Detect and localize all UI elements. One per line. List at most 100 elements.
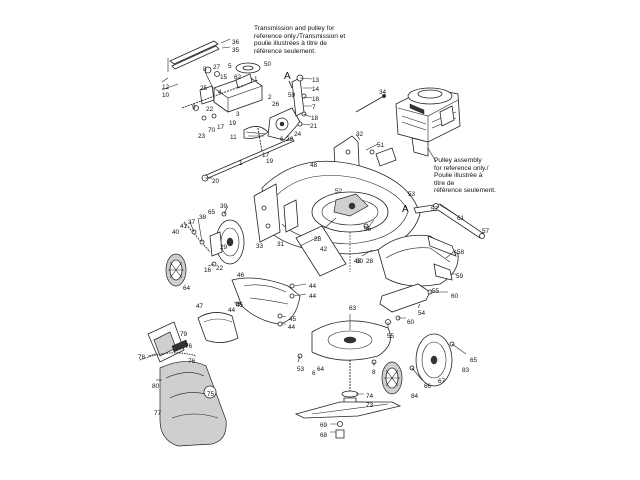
- part-label: 18: [312, 96, 320, 103]
- part-label: 80: [152, 383, 160, 390]
- part-label: 83: [462, 367, 470, 374]
- pulley-note: Pulley assembly for reference only./ Pou…: [434, 157, 496, 195]
- part-label: 12: [162, 84, 170, 91]
- rear-chute: [377, 234, 459, 287]
- part-label: 27: [213, 64, 221, 71]
- part-label: 28: [314, 236, 322, 243]
- part-label: 65: [208, 209, 216, 216]
- part-label: 55: [432, 288, 440, 295]
- part-label: 36: [232, 39, 240, 46]
- part-label: 30: [356, 258, 364, 265]
- part-label: 10: [162, 92, 170, 99]
- part-label: 6: [280, 136, 284, 143]
- part-label: 44: [309, 293, 317, 300]
- part-label: 61: [457, 215, 465, 222]
- part-label: 59: [456, 273, 464, 280]
- part-label: 19: [229, 120, 237, 127]
- part-label: 2: [268, 94, 272, 101]
- front-left-wheel: [165, 205, 245, 287]
- reference-a-lower: A: [402, 204, 409, 215]
- rear-right-wheel: [381, 333, 467, 395]
- transmission-assembly: [161, 62, 263, 121]
- part-label: 22: [206, 106, 214, 113]
- part-label: 64: [317, 366, 325, 373]
- part-label: 75: [207, 391, 215, 398]
- part-label: 41: [180, 223, 188, 230]
- part-label: 70: [208, 127, 216, 134]
- part-label: 76: [185, 343, 193, 350]
- part-label: 28: [366, 258, 374, 265]
- part-label: 8: [203, 66, 207, 73]
- part-label: 53: [408, 191, 416, 198]
- rear-bracket: [379, 283, 448, 332]
- part-label: 31: [277, 241, 285, 248]
- height-adjuster-assembly: [243, 74, 313, 153]
- front-baffle: [231, 225, 347, 327]
- part-label: 66: [424, 383, 432, 390]
- part-label: 54: [418, 310, 426, 317]
- part-label: 21: [310, 123, 318, 130]
- part-label: 67: [438, 378, 446, 385]
- part-label: 78: [138, 354, 146, 361]
- part-label: 23: [198, 133, 206, 140]
- rear-axle: [201, 137, 295, 182]
- part-labels: 36 35 12 10 8 27 5 50 15 62 1 25 4 2 26 …: [138, 39, 490, 439]
- part-label: 60: [407, 319, 415, 326]
- part-label: 57: [431, 206, 439, 213]
- part-label: 44: [309, 283, 317, 290]
- part-label: 63: [349, 305, 357, 312]
- part-label: 58: [457, 249, 465, 256]
- part-label: 62: [234, 74, 242, 81]
- part-label: 53: [297, 366, 305, 373]
- part-label: 56: [364, 226, 372, 233]
- part-label: 35: [232, 47, 240, 54]
- part-label: 55: [387, 333, 395, 340]
- grass-bag: [156, 361, 227, 447]
- part-label: 79: [180, 331, 188, 338]
- part-label: 48: [310, 162, 318, 169]
- part-label: 45: [289, 316, 297, 323]
- part-label: 22: [216, 265, 224, 272]
- part-label: 59: [288, 92, 296, 99]
- part-label: 50: [264, 61, 272, 68]
- part-label: 3: [236, 111, 240, 118]
- part-label: 64: [183, 285, 191, 292]
- part-label: 51: [377, 142, 385, 149]
- part-label: 84: [411, 393, 419, 400]
- part-label: 34: [379, 89, 387, 96]
- part-label: 26: [272, 101, 280, 108]
- part-label: 38: [199, 214, 207, 221]
- part-label: 73: [366, 402, 374, 409]
- part-label: 20: [212, 178, 220, 185]
- part-label: 24: [294, 131, 302, 138]
- part-label: 19: [266, 158, 274, 165]
- part-label: 46: [237, 272, 245, 279]
- part-label: 15: [220, 74, 228, 81]
- part-label: 40: [172, 229, 180, 236]
- part-label: 6: [312, 370, 316, 377]
- part-label: 74: [366, 393, 374, 400]
- part-label: 65: [470, 357, 478, 364]
- part-label: 5: [228, 63, 232, 70]
- part-label: 76: [188, 358, 196, 365]
- part-label: 68: [320, 432, 328, 439]
- part-label: 9: [192, 104, 196, 111]
- part-label: 17: [217, 124, 225, 131]
- part-label: 7: [312, 104, 316, 111]
- mower-deck: [253, 160, 421, 272]
- part-label: 44: [288, 324, 296, 331]
- blade-baffle: [297, 314, 391, 366]
- part-label: 57: [482, 228, 490, 235]
- part-label: 29: [220, 244, 228, 251]
- engine: [395, 87, 461, 163]
- reference-a-upper: A: [284, 71, 291, 82]
- part-label: 18: [311, 115, 319, 122]
- part-label: 13: [312, 77, 320, 84]
- grass-bag-frame: [139, 321, 197, 363]
- part-label: 69: [320, 422, 328, 429]
- part-label: 1: [239, 160, 243, 167]
- part-label: 45: [236, 302, 244, 309]
- part-label: 22: [286, 136, 294, 143]
- transmission-note: Transmission and pulley for reference on…: [254, 25, 346, 55]
